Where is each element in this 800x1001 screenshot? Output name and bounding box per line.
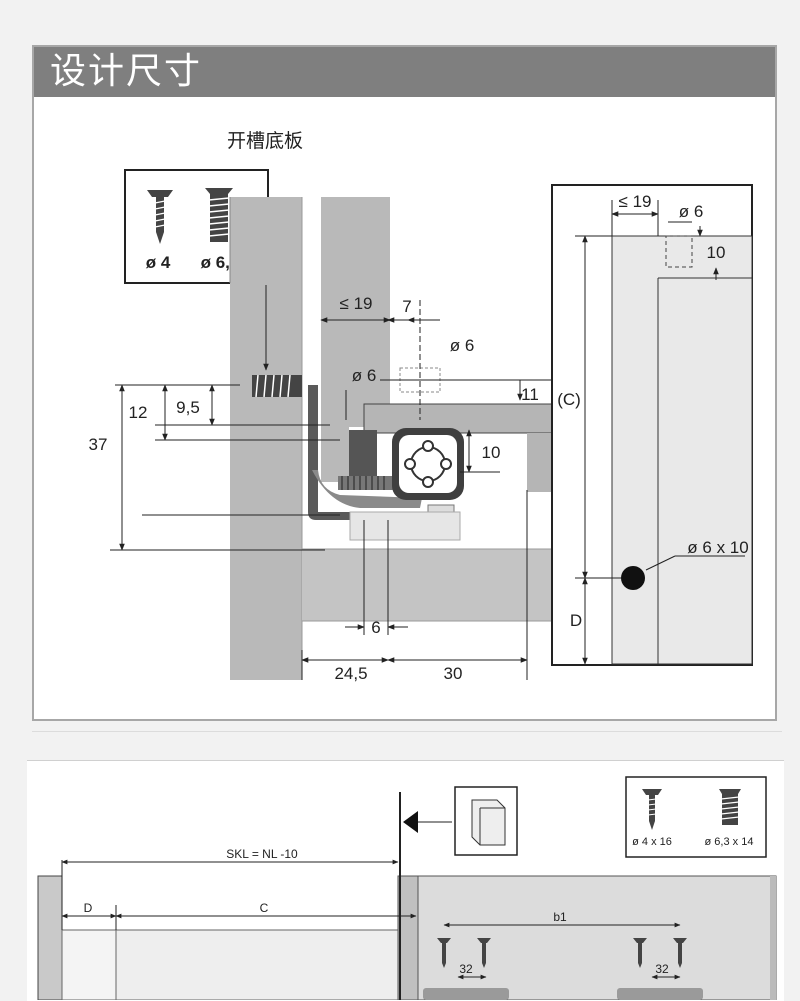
page-title: 设计尺寸: [50, 51, 203, 92]
dim-eleven: 11: [521, 385, 539, 404]
slotted-bottom-caption: 开槽底板: [227, 130, 303, 152]
skl-label: SKL = NL -10: [226, 847, 298, 861]
screw-6-3x14-icon: [719, 789, 741, 825]
dim-d6-top: ø 6: [450, 336, 475, 355]
dim-32-right: 32: [655, 962, 669, 976]
side-screw-icon: [252, 374, 302, 398]
dim-C-label: C: [260, 901, 269, 915]
drawer-side-panel: [321, 197, 390, 427]
screw-4x16-icon: [642, 789, 662, 830]
screw-4x16-label: ø 4 x 16: [632, 836, 672, 848]
screw-small-icon: [147, 190, 173, 244]
side-dim-C: (C): [557, 390, 581, 409]
dim-twelve: 12: [129, 403, 148, 422]
dim-thirty7: 37: [89, 435, 108, 454]
dim-six: 6: [371, 618, 380, 637]
dim-b1-label: b1: [553, 910, 567, 924]
drawer-length-diagram: SKL = NL -10 D C b1 32 32 ø 4 x 16 ø 6,3…: [37, 776, 777, 1000]
side-dim-d6: ø 6: [679, 202, 704, 221]
dim-side-thickness: ≤ 19: [340, 294, 373, 313]
drawer-bottom-board: [302, 549, 552, 621]
section-separator: [32, 731, 782, 732]
drill-hole-marker: [621, 566, 645, 590]
title-bar: 设计尺寸: [34, 47, 775, 97]
screw-small-label: ø 4: [146, 253, 171, 272]
bracket-left: [423, 988, 509, 1000]
bracket-right: [617, 988, 703, 1000]
side-dim-D: D: [570, 611, 582, 630]
runner-cross-section-diagram: 开槽底板 ø 4 ø 6,3: [89, 130, 753, 683]
runner-profile: [308, 367, 464, 541]
drawer-front-plate: [363, 403, 555, 434]
side-dim-le19: ≤ 19: [619, 192, 652, 211]
mount-screws-icon: [437, 938, 687, 968]
dim-D-label: D: [84, 901, 93, 915]
dim-d6-left: ø 6: [352, 366, 377, 385]
screw-6-3x14-label: ø 6,3 x 14: [705, 836, 754, 848]
dim-seven: 7: [402, 297, 411, 316]
dim-32-left: 32: [459, 962, 473, 976]
side-dim-ten: 10: [707, 243, 726, 262]
dim-twentyfour5: 24,5: [334, 664, 367, 683]
side-dim-d6x10: ø 6 x 10: [687, 538, 748, 557]
dim-ten-mid: 10: [482, 443, 501, 462]
dim-thirty: 30: [444, 664, 463, 683]
screw-large-icon: [205, 188, 233, 242]
dim-nine5: 9,5: [176, 398, 200, 417]
cabinet-side-panel: [230, 197, 302, 680]
